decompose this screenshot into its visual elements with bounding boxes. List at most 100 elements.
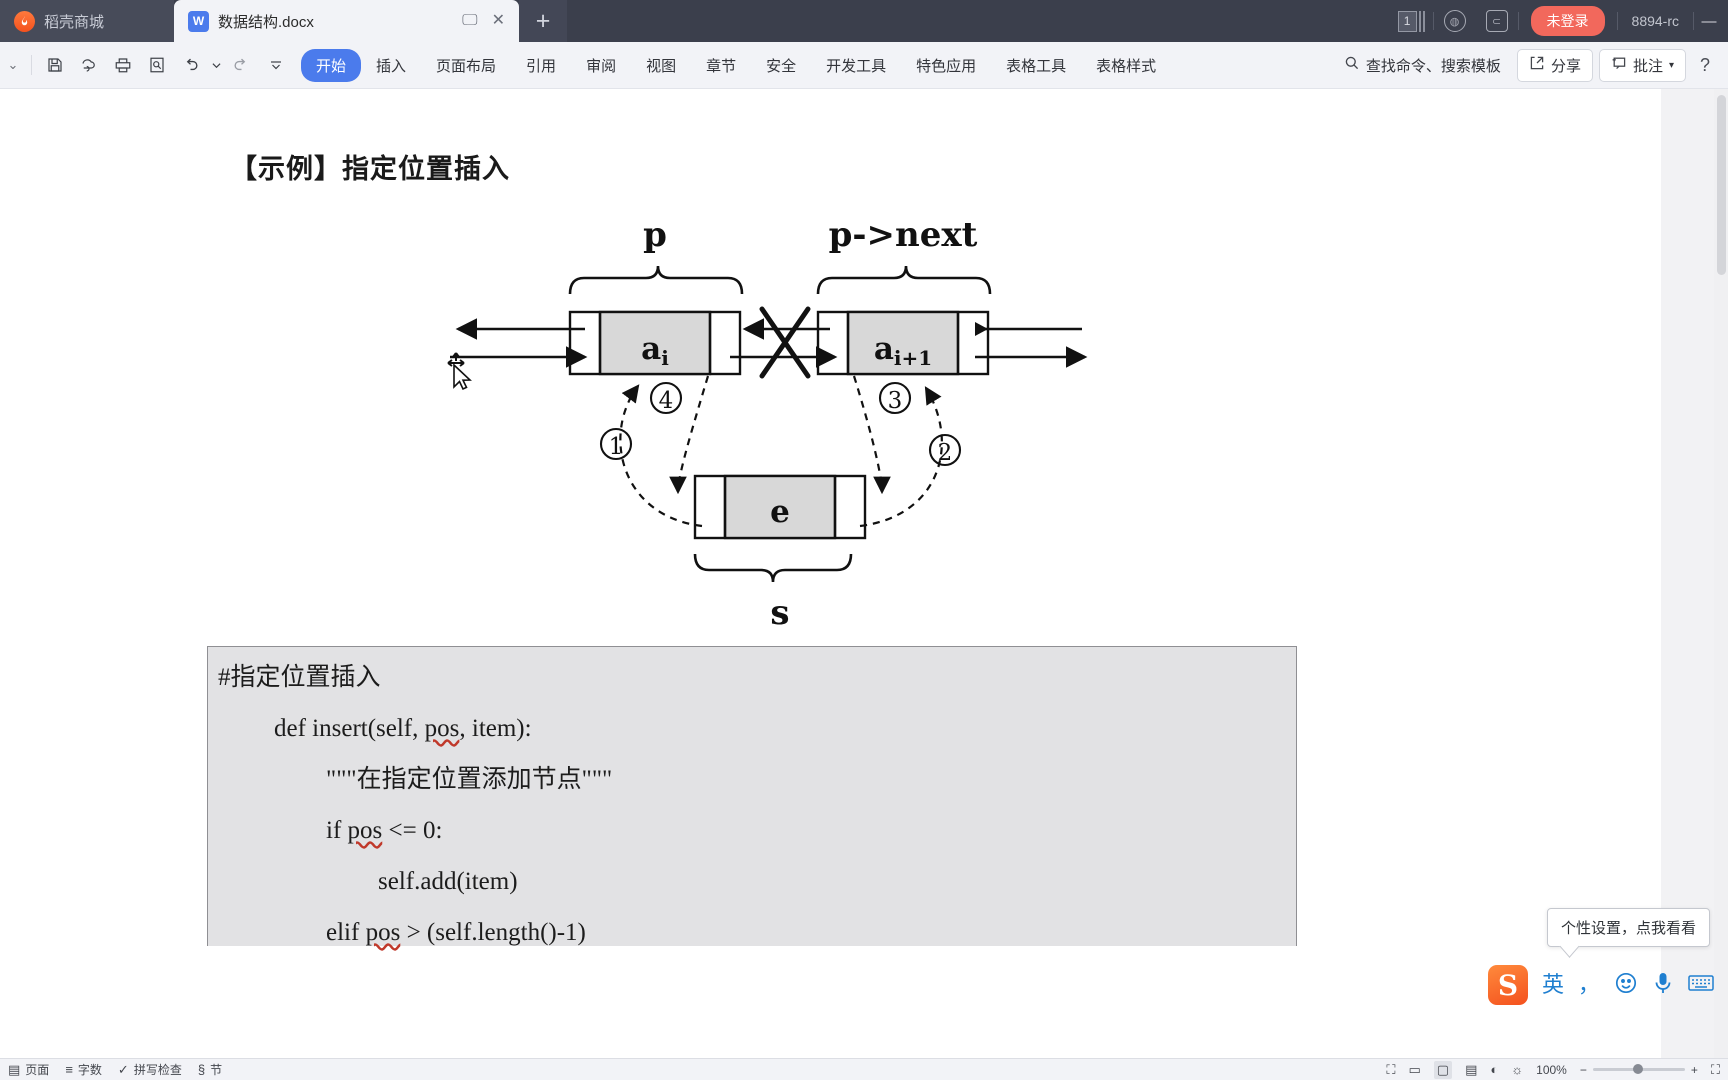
page-thumbnails-button[interactable]: 1 — [1386, 10, 1433, 32]
restore-tab-icon[interactable]: 🖵 — [462, 12, 478, 29]
share-button[interactable]: 分享 — [1516, 48, 1593, 82]
chevron-down-icon: ▾ — [1668, 59, 1674, 71]
linked-list-insert-diagram: ai ai+1 e — [440, 204, 1160, 764]
spellcheck-icon: ✓ — [117, 1061, 129, 1077]
word-doc-icon: W — [188, 10, 209, 32]
status-page-count[interactable]: ▤ 页面 — [8, 1061, 49, 1078]
new-tab-button[interactable]: + — [519, 0, 567, 42]
code-line-1: #指定位置插入 — [218, 664, 381, 691]
code-block[interactable]: #指定位置插入 def insert(self, pos, item): """… — [207, 646, 1297, 946]
status-section-label: 节 — [210, 1063, 223, 1077]
vertical-scrollbar[interactable] — [1714, 89, 1728, 1058]
page-bars-icon-2 — [1422, 10, 1425, 32]
tab-section[interactable]: 章节 — [706, 57, 737, 75]
customize-dropdown-icon[interactable] — [260, 50, 291, 81]
comment-label: 批注 — [1632, 57, 1663, 75]
tab-start[interactable]: 开始 — [301, 48, 362, 82]
zoom-thumb[interactable] — [1632, 1064, 1643, 1074]
outline-view-icon[interactable]: ▤ — [1465, 1061, 1478, 1077]
page-bars-icon — [1418, 10, 1421, 32]
status-spellcheck[interactable]: ✓ 拼写检查 — [118, 1061, 182, 1078]
tab-references[interactable]: 引用 — [526, 57, 557, 75]
page-icon: ▤ — [8, 1061, 21, 1077]
language-mode-icon[interactable]: 英 — [1541, 972, 1564, 997]
ribbon-tabs: 开始 插入 页面布局 引用 审阅 视图 章节 安全 开发工具 特色应用 表格工具… — [301, 48, 1171, 82]
status-section[interactable]: § 节 — [198, 1061, 222, 1078]
status-bar-right: ⛶ ▭ ▢ ▤ ◐ ☼ 100% − + ⛶ — [1386, 1060, 1720, 1079]
tab-shop[interactable]: 稻壳商城 — [0, 0, 174, 42]
web-layout-view-icon[interactable]: ⛶ — [1386, 1061, 1396, 1077]
print-layout-view-icon[interactable]: ▢ — [1433, 1060, 1453, 1079]
divider-4 — [1693, 12, 1694, 30]
code-line-4: if pos <= 0: — [326, 817, 443, 844]
night-mode-icon[interactable]: ☼ — [1511, 1062, 1524, 1077]
tab-security[interactable]: 安全 — [766, 57, 797, 75]
minimize-button[interactable]: — — [1701, 12, 1717, 30]
code-line-6: elif pos > (self.length()-1) — [326, 919, 586, 946]
ribbon-right-group: 查找命令、搜索模板 分享 批注 ▾ ? — [1334, 48, 1728, 82]
tab-page-layout[interactable]: 页面布局 — [436, 57, 497, 75]
section-icon: § — [197, 1062, 206, 1077]
status-spellcheck-label: 拼写检查 — [133, 1063, 182, 1077]
save-icon[interactable] — [39, 50, 70, 81]
microphone-icon[interactable] — [1652, 971, 1674, 999]
fit-page-icon[interactable]: ⛶ — [1710, 1061, 1720, 1077]
share-icon — [1529, 55, 1545, 75]
divider-2 — [1517, 12, 1519, 30]
title-bar-right: 1 ◍ ⊂ 未登录 8894-rc — — [1386, 0, 1728, 42]
redo-icon[interactable] — [226, 50, 257, 81]
tab-view[interactable]: 视图 — [646, 57, 677, 75]
ime-settings-tooltip[interactable]: 个性设置，点我看看 — [1546, 908, 1710, 947]
tab-dev-tools[interactable]: 开发工具 — [826, 57, 887, 75]
emoji-icon[interactable] — [1614, 971, 1638, 999]
ribbon-collapse-icon[interactable]: ⌄ — [7, 57, 19, 72]
title-bar: 稻壳商城 W 数据结构.docx 🖵 ✕ + 1 ◍ ⊂ 未登录 8894-rc… — [0, 0, 1728, 42]
cloud-sync-icon[interactable]: ⊂ — [1476, 0, 1518, 42]
login-status-button[interactable]: 未登录 — [1530, 6, 1605, 36]
code-line-5: self.add(item) — [378, 868, 518, 895]
zoom-level-label[interactable]: 100% — [1536, 1062, 1567, 1077]
search-input[interactable]: 查找命令、搜索模板 — [1334, 50, 1511, 81]
tab-document[interactable]: W 数据结构.docx 🖵 ✕ — [174, 0, 519, 42]
page-title: 【示例】指定位置插入 — [230, 154, 510, 185]
soft-keyboard-icon[interactable] — [1688, 973, 1714, 997]
flame-icon — [14, 10, 35, 32]
close-tab-icon[interactable]: ✕ — [491, 12, 505, 29]
word-count-icon: ≡ — [65, 1062, 73, 1077]
tab-review[interactable]: 审阅 — [586, 57, 617, 75]
cloud-upload-icon[interactable] — [73, 50, 104, 81]
zoom-out-button[interactable]: − — [1579, 1062, 1587, 1077]
status-word-count-label: 字数 — [77, 1063, 102, 1077]
punctuation-icon[interactable]: ， — [1577, 972, 1600, 997]
code-line-3: """在指定位置添加节点""" — [326, 766, 613, 793]
tab-insert[interactable]: 插入 — [376, 57, 407, 75]
help-button[interactable]: ? — [1699, 54, 1710, 75]
undo-dropdown-icon[interactable] — [209, 50, 223, 81]
status-word-count[interactable]: ≡ 字数 — [65, 1061, 102, 1078]
divider-3 — [1616, 12, 1618, 30]
step-number-3: 3 — [888, 388, 903, 414]
comment-button[interactable]: 批注 ▾ — [1598, 48, 1686, 82]
document-page[interactable]: 【示例】指定位置插入 ai — [0, 89, 1661, 1058]
sogou-logo-icon[interactable]: S — [1487, 965, 1528, 1005]
page-badge: 1 — [1397, 10, 1417, 32]
tab-shop-label: 稻壳商城 — [44, 13, 105, 31]
brace-label-s: s — [770, 593, 789, 633]
undo-icon[interactable] — [175, 50, 206, 81]
print-preview-icon[interactable] — [141, 50, 172, 81]
tab-featured-apps[interactable]: 特色应用 — [916, 57, 977, 75]
focus-view-icon[interactable]: ◐ — [1490, 1062, 1499, 1077]
backup-icon[interactable]: ◍ — [1434, 0, 1476, 42]
ribbon-toolbar: ⌄ — [0, 42, 1728, 89]
reading-view-icon[interactable]: ▭ — [1408, 1061, 1421, 1077]
print-icon[interactable] — [107, 50, 138, 81]
zoom-in-button[interactable]: + — [1690, 1062, 1698, 1077]
scrollbar-thumb[interactable] — [1717, 95, 1726, 275]
tab-table-tools[interactable]: 表格工具 — [1006, 57, 1067, 75]
document-area: 【示例】指定位置插入 ai — [0, 89, 1728, 1058]
zoom-slider[interactable]: − + — [1580, 1063, 1698, 1077]
zoom-track[interactable] — [1592, 1064, 1685, 1074]
divider — [1432, 12, 1434, 30]
tab-table-styles[interactable]: 表格样式 — [1096, 57, 1157, 75]
comment-icon — [1611, 55, 1627, 75]
